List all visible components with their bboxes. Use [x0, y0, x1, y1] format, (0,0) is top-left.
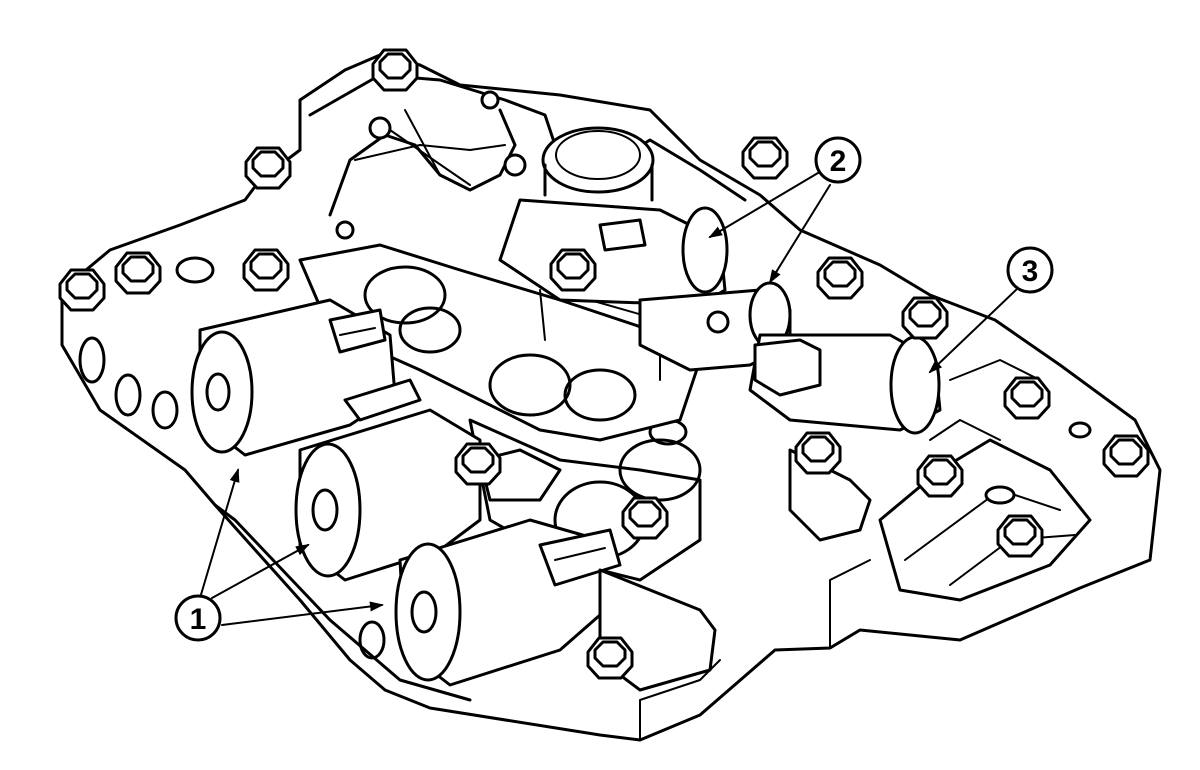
- callout-3-label: 3: [1022, 255, 1039, 288]
- bolt: [242, 248, 290, 292]
- bolt: [816, 256, 864, 300]
- leader-1b: [211, 544, 310, 599]
- bolt: [586, 636, 634, 680]
- leader-1c: [221, 601, 384, 626]
- leader-2a: [708, 169, 824, 239]
- bolt: [996, 514, 1044, 558]
- leader-1a: [199, 468, 240, 599]
- bolt: [371, 48, 419, 92]
- solenoid-1-left: [190, 298, 397, 457]
- callout-3: 3: [1006, 246, 1054, 294]
- callout-2-label: 2: [830, 145, 847, 178]
- bolt: [901, 296, 949, 340]
- solenoid-3: [748, 333, 942, 435]
- bolt: [1003, 376, 1051, 420]
- bolt: [741, 136, 789, 180]
- bolt: [114, 251, 162, 295]
- bolt: [58, 268, 106, 312]
- solenoid-2-lower: [638, 281, 792, 372]
- bolt: [549, 248, 597, 292]
- leader-2b: [768, 184, 831, 284]
- bolt: [916, 454, 964, 498]
- solenoid-1-middle: [294, 378, 482, 582]
- solenoid-1-right: [394, 518, 622, 687]
- callout-2: 2: [814, 136, 862, 184]
- bolt: [794, 431, 842, 475]
- bolt: [244, 146, 292, 190]
- bolt: [1102, 434, 1150, 478]
- bolt: [621, 496, 669, 540]
- leader-lines: [199, 169, 1019, 626]
- callout-1-label: 1: [190, 603, 207, 636]
- callout-1: 1: [174, 594, 222, 642]
- leader-3: [928, 287, 1019, 374]
- bolt: [454, 442, 502, 486]
